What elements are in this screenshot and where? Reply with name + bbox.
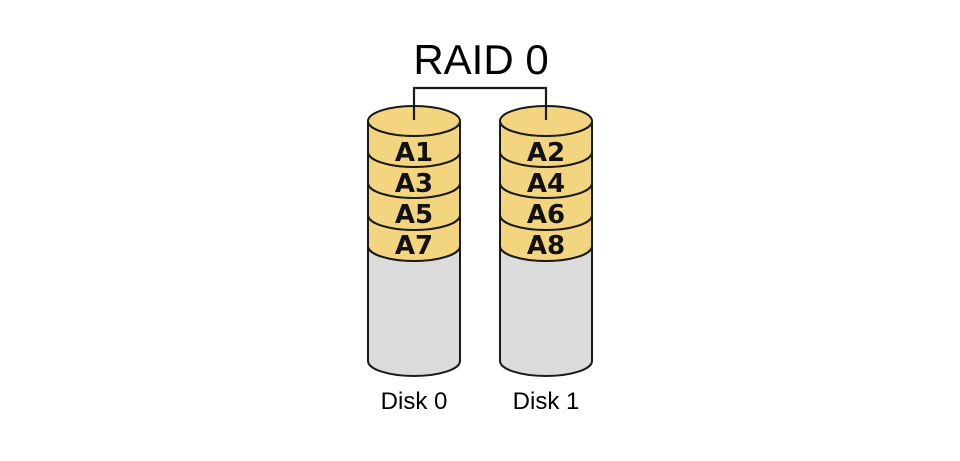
disk-0-block-label-1: A1 (395, 138, 433, 168)
disk-0-block-label-2: A3 (395, 169, 433, 199)
disk-0-block-label-3: A5 (395, 200, 433, 230)
disk-0-label: Disk 0 (381, 388, 448, 415)
disk-1-label: Disk 1 (513, 388, 580, 415)
disk-0: A1 A3 A5 A7 Disk 0 (367, 105, 461, 415)
disk-1-body (499, 245, 593, 377)
disk-1-block-label-1: A2 (527, 138, 565, 168)
disk-0-body (367, 245, 461, 377)
raid-title: RAID 0 (413, 36, 548, 83)
disk-0-block-label-4: A7 (395, 231, 433, 261)
disk-1: A2 A4 A6 A8 Disk 1 (499, 105, 593, 415)
disk-1-block-label-4: A8 (527, 231, 565, 261)
connector-bracket (412, 86, 548, 120)
disk-1-block-label-2: A4 (527, 169, 565, 199)
disk-1-block-label-3: A6 (527, 200, 565, 230)
